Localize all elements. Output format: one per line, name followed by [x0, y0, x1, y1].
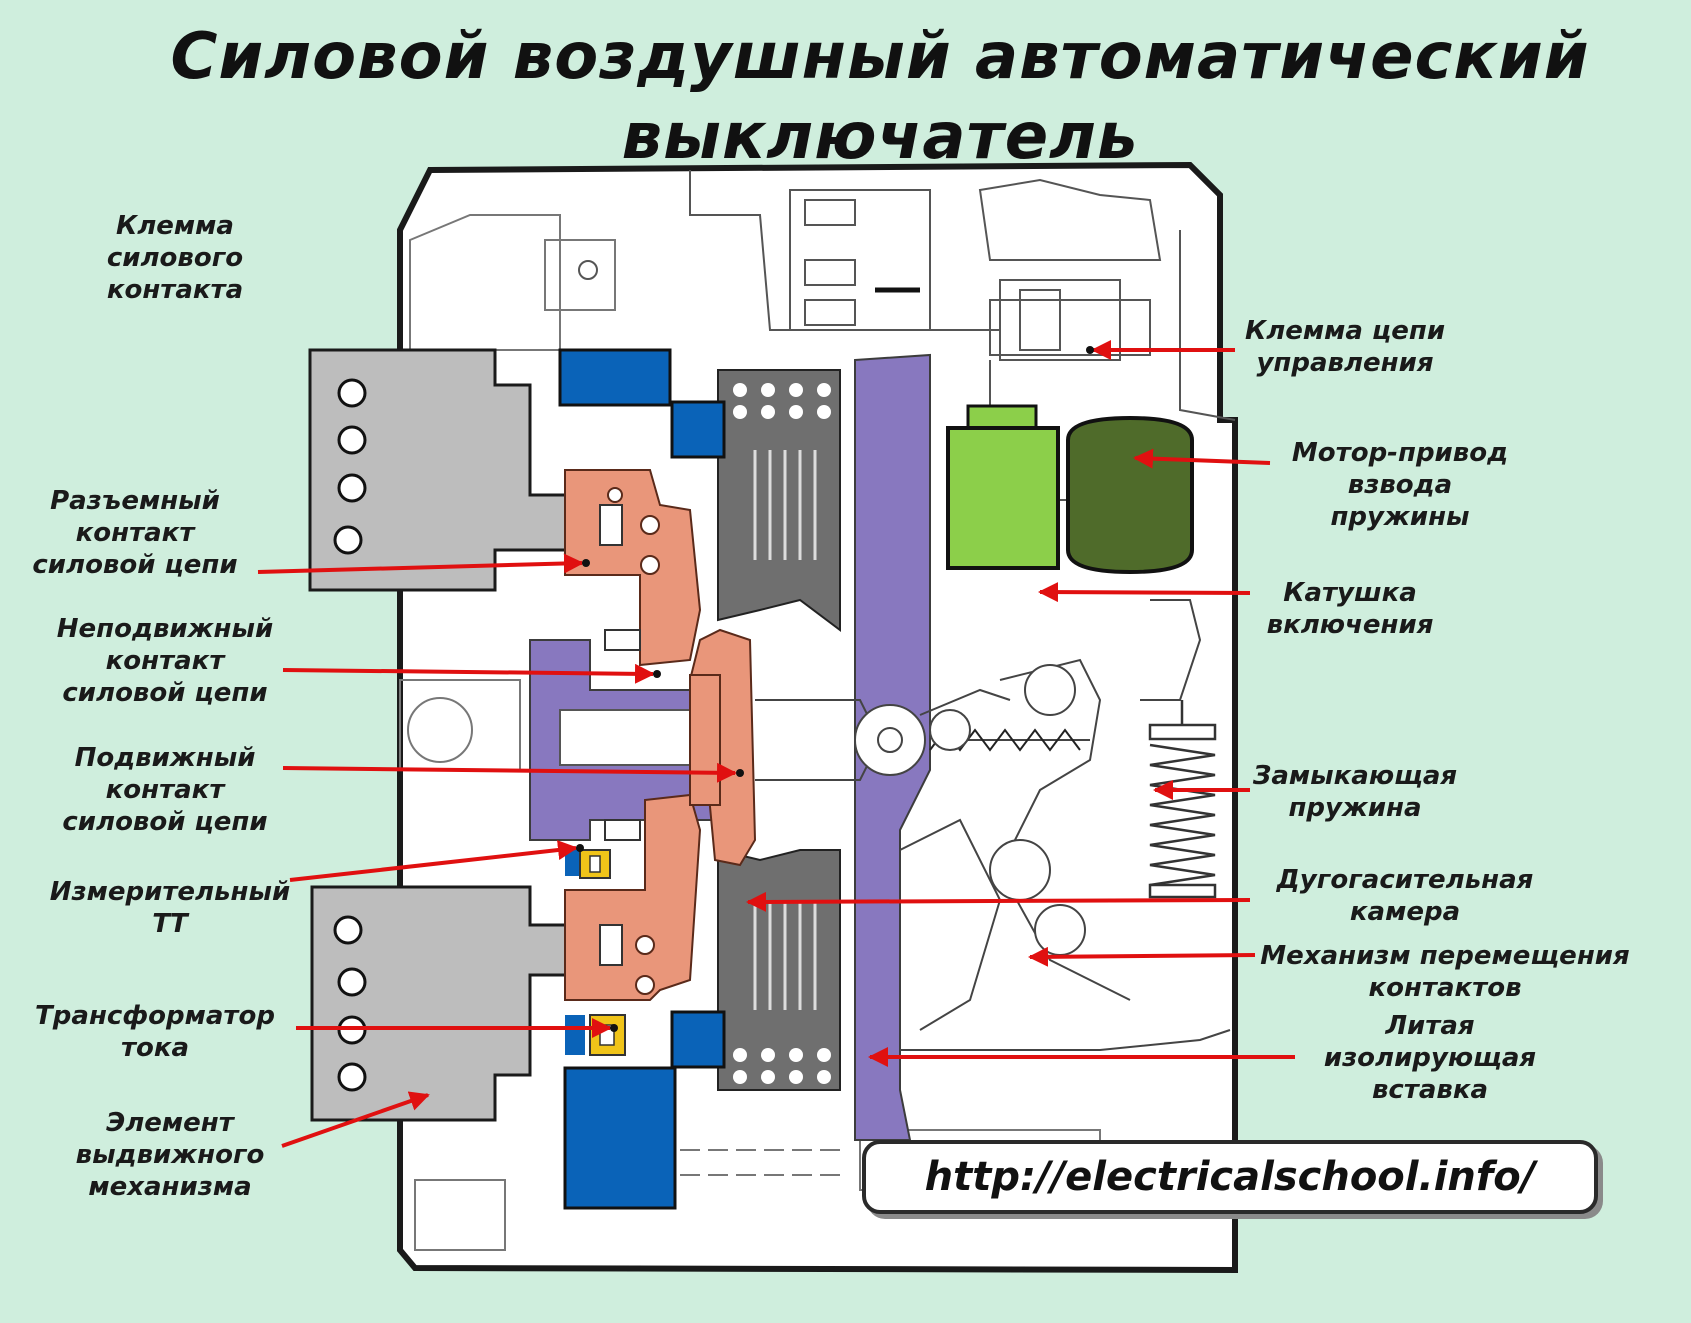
- top-mechanism: [689, 170, 1236, 501]
- label-line: Элемент: [106, 1108, 234, 1138]
- label-line: Неподвижный: [56, 614, 274, 644]
- label-power-terminal: Клемма силового контакта: [90, 210, 260, 306]
- contact-bolts: [607, 487, 660, 995]
- arrows-left: [257, 553, 737, 1148]
- label-line: включения: [1266, 610, 1434, 640]
- label-line: пружины: [1330, 502, 1470, 532]
- label-line: Дугогасительная: [1276, 865, 1534, 895]
- label-line: контактов: [1368, 973, 1522, 1003]
- motor-drive: [1066, 415, 1194, 575]
- label-line: силового: [106, 243, 244, 273]
- label-line: механизма: [88, 1172, 252, 1202]
- label-line: тока: [120, 1033, 190, 1063]
- label-line: ТТ: [152, 909, 188, 939]
- label-line: взвода: [1347, 470, 1453, 500]
- source-url: http://electricalschool.info/: [924, 1154, 1536, 1200]
- label-arc-chute: Дугогасительная камера: [1265, 864, 1545, 928]
- label-line: вставка: [1371, 1075, 1489, 1105]
- label-line: Механизм перемещения: [1260, 941, 1630, 971]
- label-line: контакта: [106, 275, 244, 305]
- label-line: силовой цепи: [62, 678, 268, 708]
- label-moving-contact: Подвижный контакт силовой цепи: [45, 742, 285, 838]
- arrows-right: [746, 340, 1295, 1067]
- label-current-transformer: Трансформатор тока: [30, 1000, 280, 1064]
- label-detachable-contact: Разъемный контакт силовой цепи: [20, 485, 250, 581]
- label-motor-drive: Мотор-привод взвода пружины: [1275, 437, 1525, 533]
- label-line: контакт: [75, 518, 195, 548]
- label-line: изолирующая: [1323, 1043, 1537, 1073]
- title-line-1: Силовой воздушный автоматический: [170, 20, 1590, 94]
- label-closing-spring: Замыкающая пружина: [1250, 760, 1460, 824]
- upper-power-terminal: [308, 348, 592, 592]
- label-line: управления: [1256, 348, 1434, 378]
- blue-blocks: [558, 348, 726, 1210]
- label-line: Клемма цепи: [1244, 316, 1446, 346]
- label-line: Трансформатор: [35, 1001, 275, 1031]
- contact-linkage: [755, 599, 1231, 1051]
- label-line: Литая: [1385, 1011, 1475, 1041]
- label-line: силовой цепи: [32, 550, 238, 580]
- label-contact-mechanism: Механизм перемещения контактов: [1255, 940, 1635, 1004]
- label-withdrawal-element: Элемент выдвижного механизма: [60, 1107, 280, 1203]
- copper-contacts: [564, 469, 757, 1001]
- source-url-box: http://electricalschool.info/: [862, 1140, 1598, 1214]
- label-line: Замыкающая: [1252, 761, 1458, 791]
- label-measuring-ct: Измерительный ТТ: [40, 876, 300, 940]
- title-line-2: выключатель: [621, 100, 1139, 174]
- label-fixed-contact: Неподвижный контакт силовой цепи: [45, 613, 285, 709]
- label-line: Клемма: [116, 211, 234, 241]
- label-control-terminal: Клемма цепи управления: [1235, 315, 1455, 379]
- label-line: выдвижного: [75, 1140, 265, 1170]
- lower-power-terminal: [310, 885, 592, 1122]
- label-closing-coil: Катушка включения: [1255, 577, 1445, 641]
- label-line: камера: [1349, 897, 1461, 927]
- label-line: Измерительный: [49, 877, 291, 907]
- label-insulating-insert: Литая изолирующая вставка: [1300, 1010, 1560, 1106]
- label-line: силовой цепи: [62, 807, 268, 837]
- arrow-points: [576, 346, 1094, 1032]
- label-line: Разъемный: [50, 486, 220, 516]
- arc-chute-upper: [717, 369, 841, 632]
- label-line: Мотор-привод: [1291, 438, 1509, 468]
- closing-coil: [946, 404, 1060, 570]
- label-line: пружина: [1288, 793, 1422, 823]
- contact-springs: [599, 504, 641, 966]
- label-line: Подвижный: [74, 743, 256, 773]
- label-line: Катушка: [1283, 578, 1417, 608]
- label-line: контакт: [105, 646, 225, 676]
- closing-spring: [1148, 700, 1217, 899]
- arc-chute-lower: [717, 848, 841, 1091]
- label-line: контакт: [105, 775, 225, 805]
